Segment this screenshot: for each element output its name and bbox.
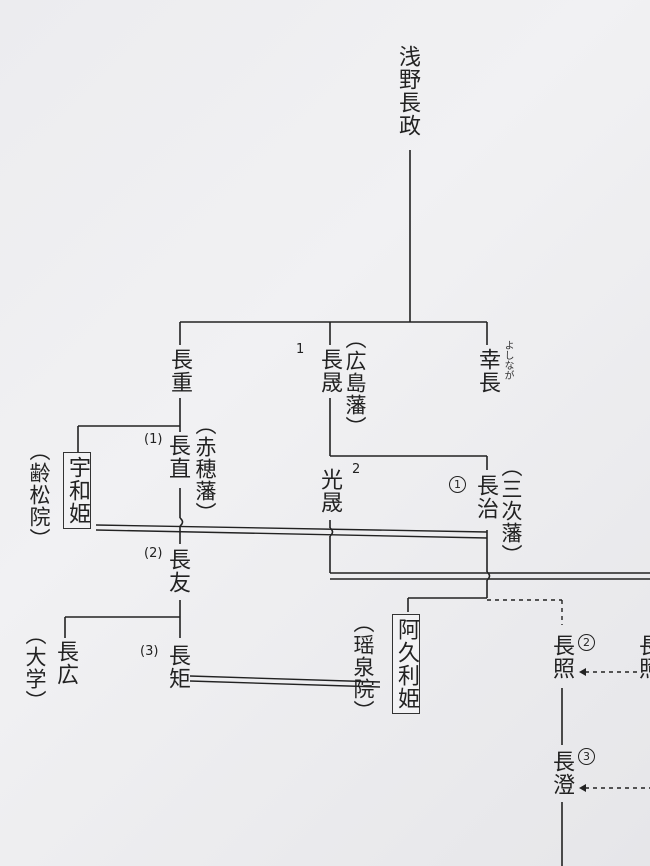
person-asano-nagamasa: 浅野長政	[395, 45, 420, 137]
person-nagashige: 長重	[167, 348, 192, 394]
person-nagaakira: 長晟	[317, 348, 342, 394]
note-miyoshi: （三次藩）	[499, 456, 523, 566]
person-nagatomo: 長友	[165, 548, 190, 594]
person-nagahiro: 長広	[53, 640, 78, 686]
person-naganao: 長直	[165, 434, 190, 480]
generation-mark-nagateru: 2	[578, 634, 595, 651]
person-nagaharu: 長治	[473, 474, 498, 520]
person-nagateru: 長照	[549, 634, 574, 680]
note-reishoin: （齢松院）	[27, 440, 51, 550]
generation-mark-nagaharu: 1	[449, 476, 466, 493]
generation-mark-nagaakira: 1	[296, 342, 305, 357]
note-ako: （赤穂藩）	[193, 414, 217, 524]
person-naganori: 長矩	[165, 644, 190, 690]
generation-mark-mitsuakira: 2	[352, 462, 361, 477]
person-cut-off: 長照	[635, 634, 650, 680]
note-yozeiin: （瑶泉院）	[351, 612, 375, 722]
generation-mark-naganori: (3)	[140, 644, 159, 659]
generation-mark-nagatomo: (2)	[144, 546, 163, 561]
person-uwahime: 宇和姫	[63, 452, 91, 529]
generation-mark-naganao: (1)	[144, 432, 163, 447]
person-yoshinaga: 幸長	[475, 348, 500, 394]
ruby-yoshinaga: よしなが	[502, 340, 513, 380]
person-mitsuakira: 光晟	[317, 468, 342, 514]
generation-mark-nagazumi: 3	[578, 748, 595, 765]
person-akurihime: 阿久利姫	[392, 614, 420, 714]
person-nagazumi: 長澄	[549, 750, 574, 796]
note-hiroshima: （広島藩）	[343, 328, 367, 438]
note-daigaku: （大学）	[23, 624, 47, 712]
